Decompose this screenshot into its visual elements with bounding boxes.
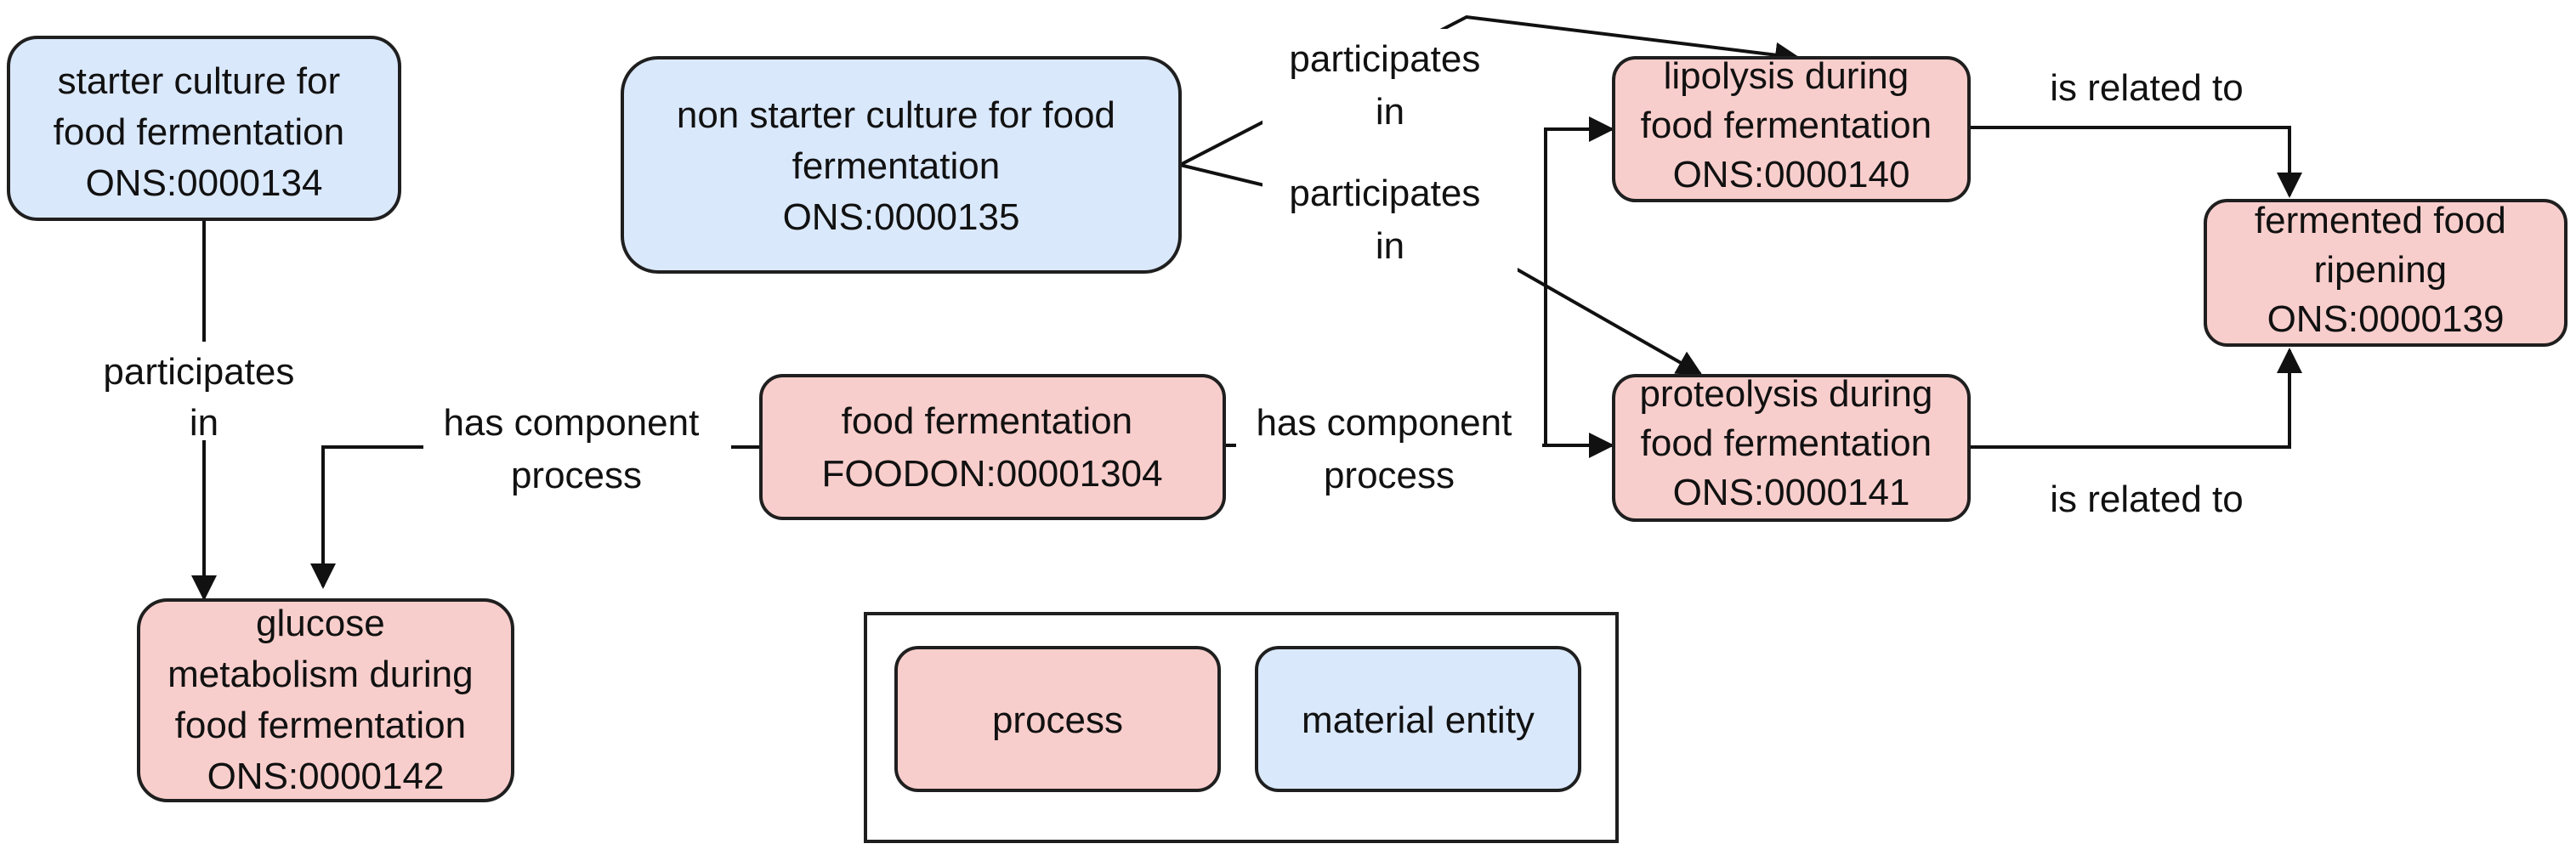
svg-text:fermented food ripenin: fermented food ripening ONS:0000139 — [2255, 200, 2516, 340]
node-food-fermentation: food fermentation FOODON:00001304 — [759, 374, 1226, 520]
svg-text:proteolysis during foo: proteolysis during food fermentation ONS… — [1639, 373, 1943, 513]
edge-lipolysis-to-ripening — [1969, 126, 2302, 198]
svg-text:participates in: participates in — [103, 351, 304, 444]
node-glucose-metabolism: glucose metabolism during food fermentat… — [137, 598, 514, 802]
svg-text:process: process — [992, 699, 1123, 741]
node-starter-culture: starter culture for food fermentation ON… — [7, 36, 401, 221]
svg-text:is related to: is related to — [2050, 67, 2243, 109]
svg-text:has component process: has component process — [443, 402, 709, 496]
svg-text:non starter culture for food: non starter culture for food fermentatio… — [677, 94, 1126, 238]
edge-label-nonstarter-to-proteolysis: participates in — [1262, 163, 1518, 272]
edge-label-fermentation-to-proteolysis: has component process — [1236, 396, 1542, 507]
edge-fermentation-to-lipolysis — [1544, 116, 1614, 445]
edge-label-nonstarter-to-lipolysis: participates in — [1262, 29, 1518, 138]
edge-label-proteolysis-to-ripening: is related to — [2050, 478, 2243, 520]
node-lipolysis: lipolysis during food fermentation ONS:0… — [1612, 55, 1971, 202]
node-fermented-food-ripening: fermented food ripening ONS:0000139 — [2204, 199, 2567, 347]
node-proteolysis: proteolysis during food fermentation ONS… — [1612, 373, 1971, 522]
edge-label-lipolysis-to-ripening: is related to — [2050, 67, 2243, 109]
svg-text:has component process: has component process — [1256, 402, 1522, 496]
svg-text:material entity: material entity — [1302, 699, 1535, 741]
svg-text:food fermentation FOOD: food fermentation FOODON:00001304 — [821, 400, 1162, 495]
edge-label-fermentation-to-glucose: has component process — [423, 396, 731, 507]
legend: process material entity — [864, 612, 1619, 843]
svg-text:is related to: is related to — [2050, 478, 2243, 520]
svg-text:lipolysis during food: lipolysis during food fermentation ONS:0… — [1641, 55, 1943, 195]
edge-label-starter-to-glucose: participates in — [87, 342, 321, 444]
svg-text:glucose metabolism dur: glucose metabolism during food fermentat… — [167, 603, 484, 797]
node-non-starter-culture: non starter culture for food fermentatio… — [621, 56, 1182, 274]
legend-item-material-entity: material entity — [1255, 646, 1581, 792]
legend-item-process: process — [894, 646, 1221, 792]
svg-text:starter culture for fo: starter culture for food fermentation ON… — [54, 60, 355, 204]
edge-proteolysis-to-ripening — [1969, 348, 2302, 449]
svg-text:participates in: participates in — [1289, 173, 1490, 267]
svg-text:participates in: participates in — [1289, 38, 1490, 133]
